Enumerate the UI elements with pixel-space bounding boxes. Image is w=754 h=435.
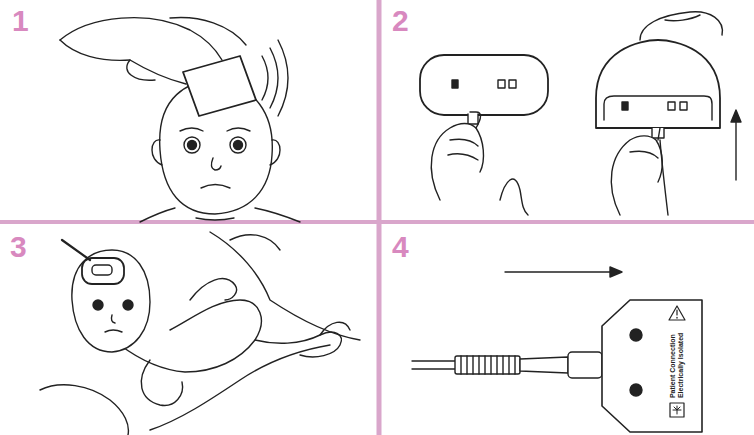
- baby-held: [40, 232, 360, 435]
- panel-divider: [0, 220, 754, 224]
- connector-label: Patient Connection Electrically Isolated: [669, 326, 685, 398]
- hand-with-sensor: [60, 17, 288, 116]
- hand-holding-pad: [431, 112, 528, 215]
- step-number: 1: [12, 6, 29, 36]
- cable-plug: [412, 352, 602, 378]
- sensor-dome: [596, 12, 722, 215]
- lift-arrow: [731, 110, 741, 180]
- step-number: 3: [10, 232, 27, 262]
- insert-arrow: [505, 267, 622, 277]
- panel-divider: [377, 0, 382, 435]
- sensor-pad: [420, 55, 548, 124]
- step-number: 4: [392, 232, 409, 262]
- connector-housing: [602, 300, 702, 432]
- step-number: 2: [392, 6, 409, 36]
